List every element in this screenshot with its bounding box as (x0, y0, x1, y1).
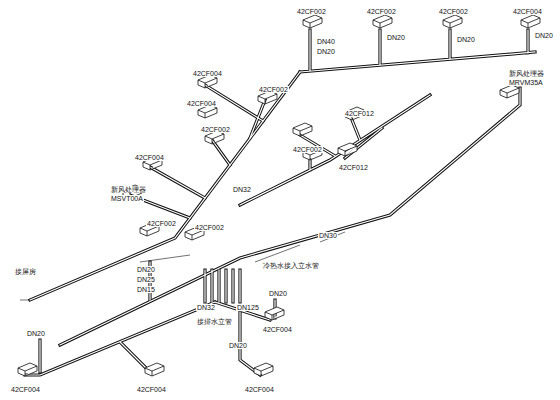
pipe-size: DN20 (26, 330, 46, 337)
unit-tag: 42CF004 (512, 8, 543, 15)
unit-tag: 42CF002 (194, 224, 225, 231)
unit-tag: 42CF012 (344, 110, 375, 117)
pipe-size: DN20 (228, 342, 248, 349)
fan-coil-unit (521, 15, 540, 28)
pipe-size: DN30 (318, 232, 338, 239)
pipe-size: DN125 (236, 304, 260, 311)
note-label: MSVT00A (110, 195, 144, 202)
fan-coil-unit (500, 85, 519, 98)
unit-tag: 42CF004 (10, 386, 41, 393)
note-label: 接排水立管 (196, 318, 233, 325)
fan-coil-unit (254, 363, 273, 376)
note-label: 新风处理器 (508, 70, 545, 77)
unit-tag: 42CF012 (338, 164, 369, 171)
fan-coil-unit (443, 15, 462, 28)
pipe-size: DN32 (232, 186, 252, 193)
fan-coil-unit (303, 15, 322, 28)
pipe-size: DN20 (136, 266, 156, 273)
unit-tag: 42CF004 (262, 326, 293, 333)
fan-coil-unit (338, 143, 357, 156)
unit-tag: 42CF004 (186, 100, 217, 107)
fan-coil-unit (145, 363, 164, 376)
unit-tag: 42CF002 (292, 146, 323, 153)
pipe-size: DN20 (456, 36, 476, 43)
unit-tag: 42CF002 (366, 8, 397, 15)
unit-tag: 42CF002 (438, 8, 469, 15)
unit-tag: 42CF002 (258, 86, 289, 93)
pipe-size: DN20 (534, 32, 554, 39)
unit-tag: 42CF004 (192, 70, 223, 77)
pipe-size: DN25 (136, 276, 156, 283)
fan-coil-unit (373, 15, 392, 28)
pipe-size: DN40 (316, 38, 336, 45)
pipe-size: DN32 (196, 304, 216, 311)
pipe-size: DN20 (316, 48, 336, 55)
fan-coil-unit (293, 123, 312, 136)
unit-tag: 42CF004 (136, 386, 167, 393)
pipe-size: DN20 (386, 34, 406, 41)
fan-coil-unit (18, 363, 37, 376)
note-label: 冷热水接入立水管 (262, 262, 320, 269)
note-label: 接屏房 (14, 268, 37, 275)
unit-tag: 42CF002 (146, 220, 177, 227)
fan-coil-unit (265, 307, 284, 320)
note-label: MRVM35A (508, 79, 544, 86)
unit-tag: 42CF004 (244, 386, 275, 393)
unit-tag: 42CF002 (296, 8, 327, 15)
unit-tag: 42CF004 (134, 154, 165, 161)
note-label: 新风处理器 (110, 186, 147, 193)
unit-tag: 42CF002 (200, 126, 231, 133)
pipe-size: DN15 (136, 286, 156, 293)
pipe-size: DN20 (268, 290, 288, 297)
